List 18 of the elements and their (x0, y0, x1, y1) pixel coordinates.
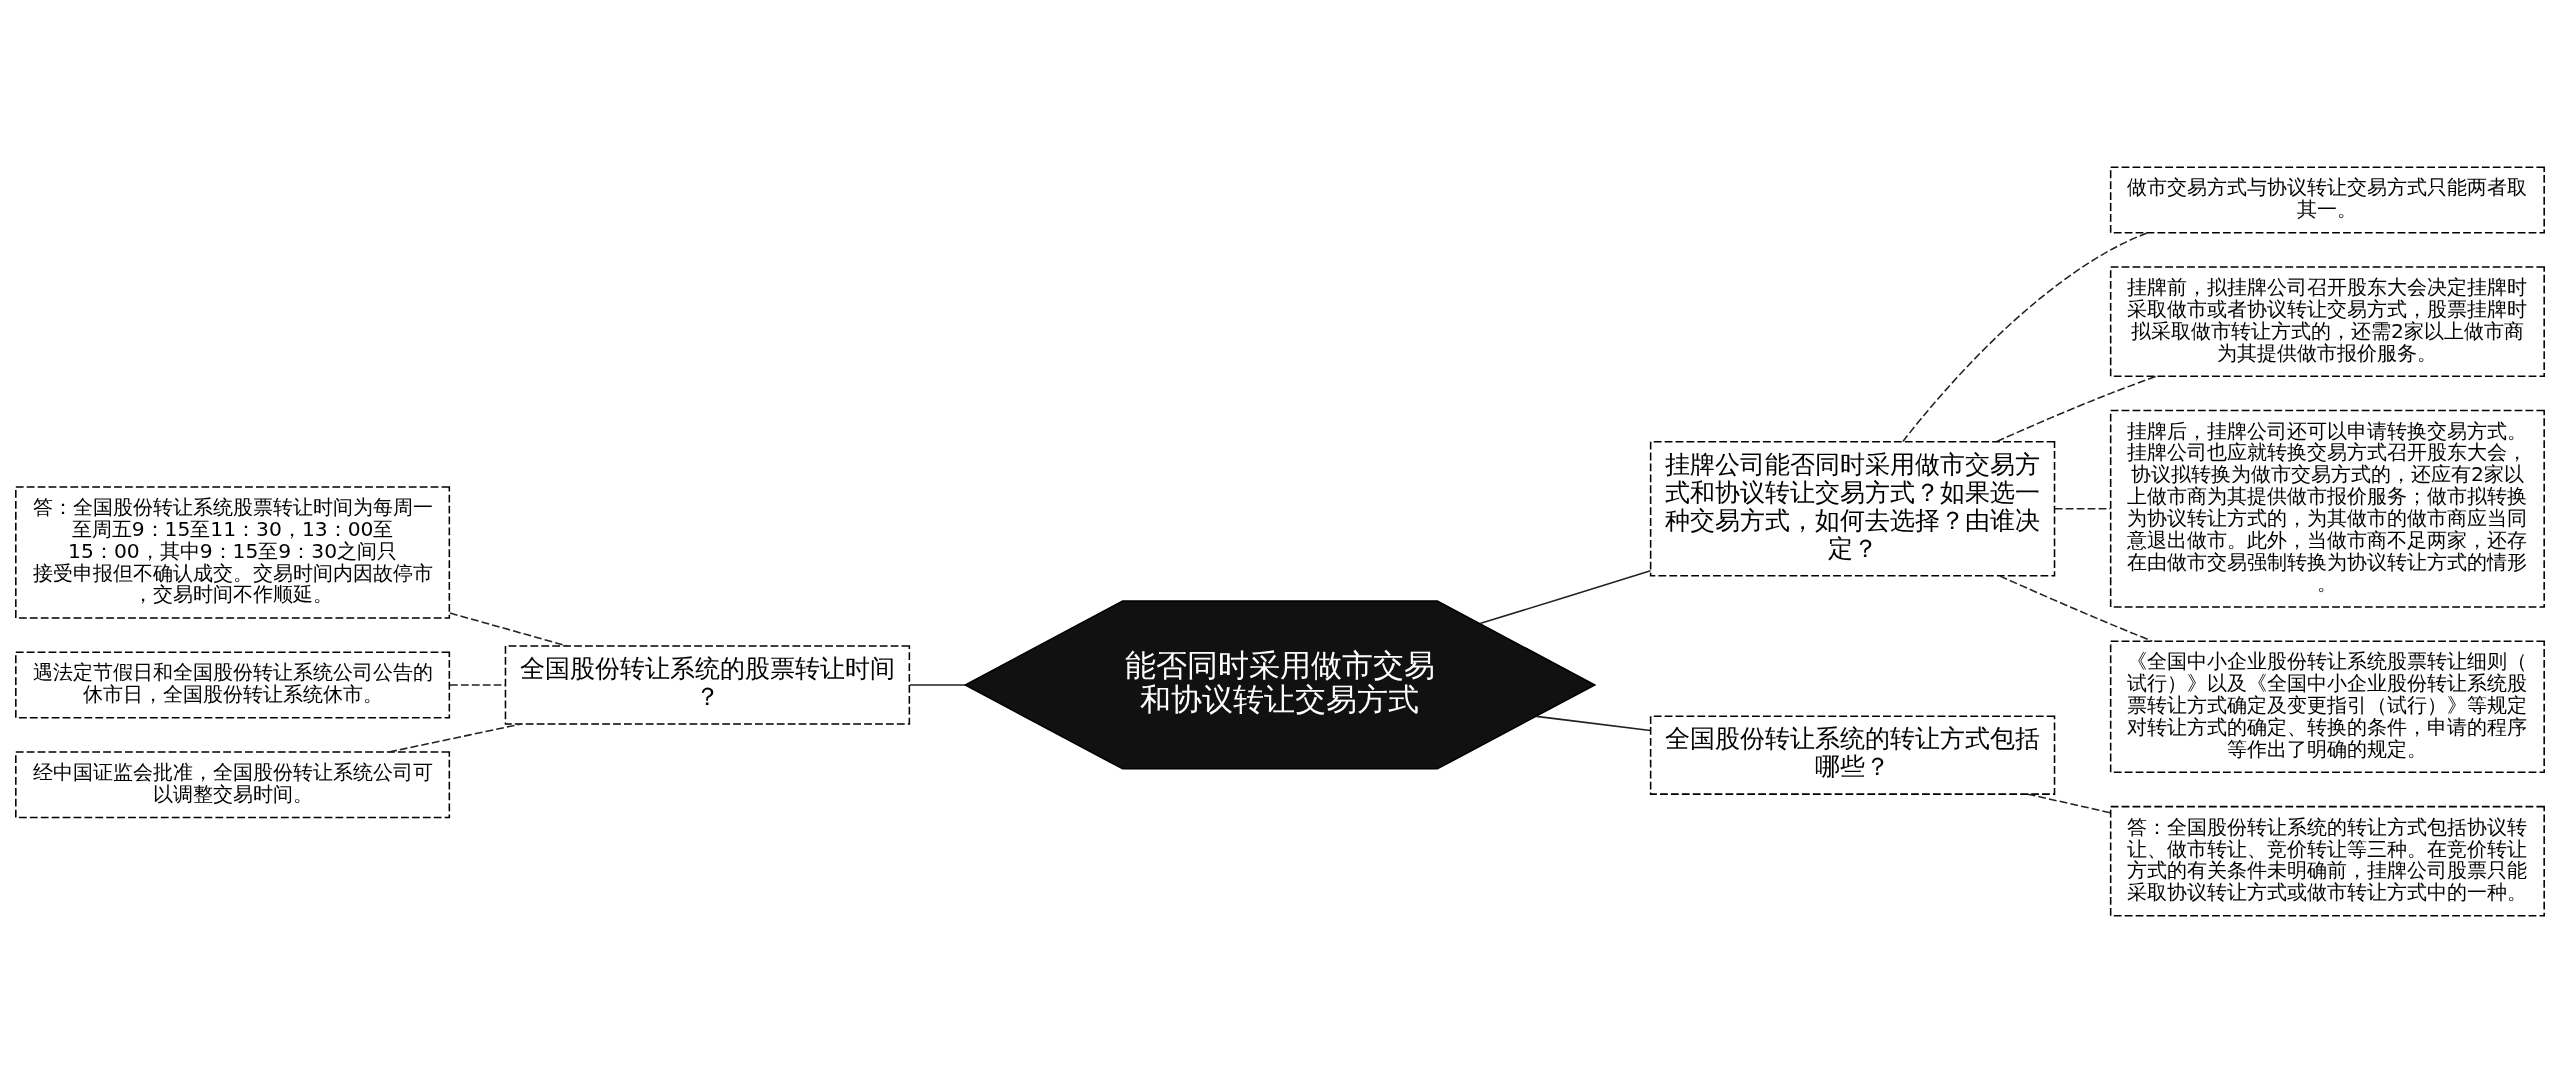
node-box: 遇法定节假日和全国股份转让系统公司公告的休市日，全国股份转让系统休市。 (15, 651, 451, 719)
connector (908, 684, 966, 686)
connector (1479, 570, 1652, 625)
node-box: 全国股份转让系统的转让方式包括哪些？ (1649, 715, 2056, 795)
connector (2054, 507, 2111, 510)
node-box: 答：全国股份转让系统的转让方式包括协议转让、做市转让、竞价转让等三种。在竞价转让方式的有关条件未明确前，挂牌公司股票只能采取协议转让方式或做市转让方式中的一种。 (2109, 805, 2545, 917)
node-box: 全国股份转让系统的股票转让时间？ (504, 645, 911, 725)
node-box: 挂牌后，挂牌公司还可以申请转换交易方式。挂牌公司也应就转换交易方式召开股东大会，协议拟转换为做市交易方式的，还应有2家以上做市商为其提供做市报价服务；做市拟转换为协议转让方式的，为其做市的做市商应当同意退出做市。此外，当做市商不足两家，还存在由做市交易强制转换为协议转让方式的情形。 (2109, 409, 2545, 608)
connector (1902, 232, 2149, 443)
node-box: 经中国证监会批准，全国股份转让系统公司可以调整交易时间。 (15, 751, 451, 819)
node-box: 挂牌公司能否同时采用做市交易方式和协议转让交易方式？如果选一种交易方式，如何去选择？由谁决定？ (1649, 440, 2056, 577)
connector (1535, 715, 1652, 732)
node-box: 做市交易方式与协议转让交易方式只能两者取其一。 (2109, 166, 2545, 234)
node-box: 《全国中小企业股份转让系统股票转让细则（试行）》以及《全国中小企业股份转让系统股票转让方式确定及变更指引（试行）》等规定对转让方式的确定、转换的条件，申请的程序等作出了明确的规定。 (2109, 640, 2545, 774)
connector (449, 612, 568, 647)
connector (2027, 793, 2112, 814)
node-box: 答：全国股份转让系统股票转让时间为每周一至周五9：15至11：30，13：00至15：00，其中9：15至9：30之间只接受申报但不确认成交。交易时间内因故停市，交易时间不作顺延。 (15, 486, 451, 619)
node-box: 挂牌前，拟挂牌公司召开股东大会决定挂牌时采取做市或者协议转让交易方式，股票挂牌时拟采取做市转让方式的，还需2家以上做市商为其提供做市报价服务。 (2109, 266, 2545, 377)
